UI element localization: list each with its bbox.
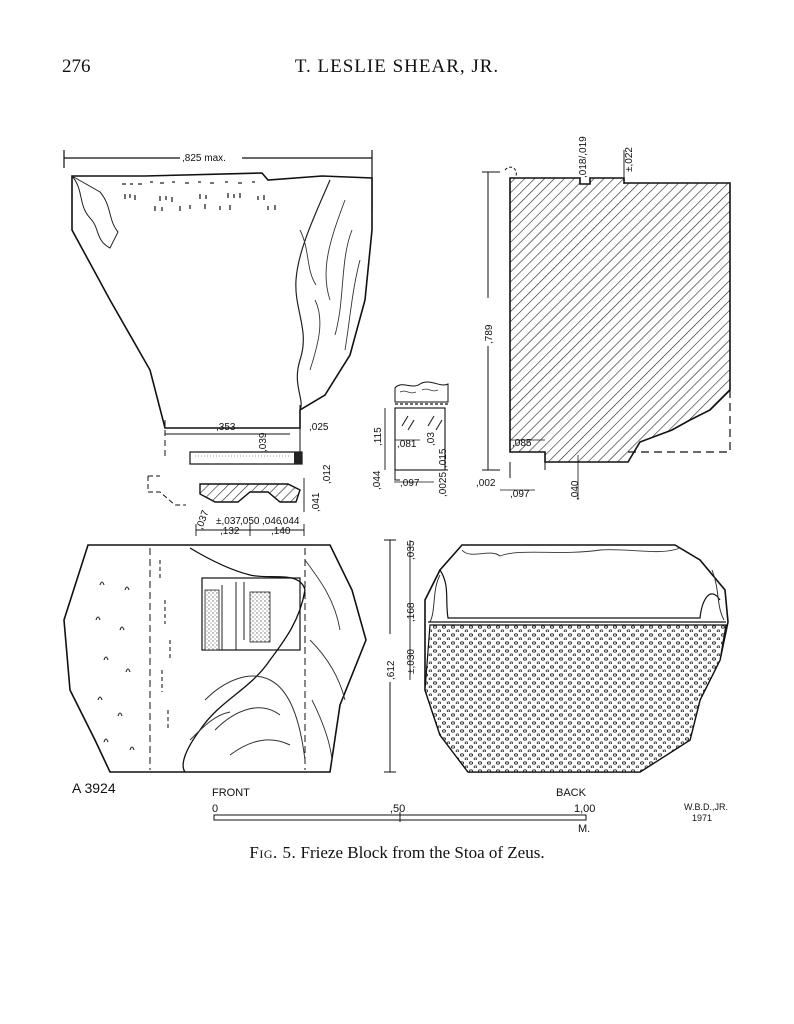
dim-040: ,040: [570, 480, 581, 500]
scale-left-label: FRONT: [212, 787, 250, 799]
scale-tick-0: 0: [212, 803, 218, 815]
dim-140: ,140: [271, 526, 291, 537]
dim-03: ,03: [426, 432, 437, 446]
running-head: T. LESLIE SHEAR, JR.: [294, 56, 500, 77]
dim-789: ,789: [484, 324, 495, 344]
credit-initials: W.B.D.,JR.: [684, 802, 728, 812]
draftsman-credit: W.B.D.,JR. 1971: [684, 802, 728, 823]
dim-022: ±,022: [624, 147, 635, 172]
detail-section: ,115 ,081 ,03 ,044 ,015 ,097 ,0025: [372, 381, 450, 497]
dim-097b: ,097: [510, 489, 530, 500]
dim-002: ,002: [476, 478, 496, 489]
figure-caption: Fig. 5. Frieze Block from the Stoa of Ze…: [0, 843, 794, 863]
profile-section: ,037 ±,037 ,050 ,046 ,044 ,041 ,012 ,132…: [147, 464, 333, 537]
dim-037b: ±,037: [216, 516, 241, 527]
scale-tick-mid: ,50: [390, 803, 405, 815]
dim-044b: ,044: [372, 470, 383, 490]
scale-unit: M.: [578, 823, 590, 835]
caption-label: Fig. 5.: [249, 843, 297, 862]
dim-081: ,081: [397, 439, 417, 450]
dim-0025: ,0025: [438, 472, 449, 497]
dim-115: ,115: [373, 427, 384, 446]
dim-025: ,025: [309, 422, 329, 433]
caption-text: Frieze Block from the Stoa of Zeus.: [300, 843, 545, 862]
dim-018-019: ,018/,019: [578, 136, 589, 178]
plan-view: ,825 max. ,353 ,025 ,039: [63, 150, 373, 465]
dim-015: ,015: [438, 448, 449, 468]
dim-132: ,132: [220, 526, 240, 537]
dim-030: ±,030: [406, 649, 417, 674]
dim-050: ,050: [240, 516, 260, 527]
front-face: ,612 ,035 ,168 ±,030: [63, 539, 417, 773]
dim-039: ,039: [258, 432, 269, 452]
dim-width-max: ,825 max.: [182, 153, 226, 164]
dim-035: ,035: [406, 540, 417, 560]
cross-section: ,789 ,018/,019 ±,022 ,085 ,002 ,097 ,040: [476, 136, 731, 500]
page-number: 276: [62, 56, 91, 77]
dim-168: ,168: [406, 602, 417, 622]
back-face: [424, 544, 729, 773]
dim-037a: ,037: [194, 509, 211, 531]
scale-right-label: BACK: [556, 787, 587, 799]
dim-012: ,012: [322, 464, 333, 484]
dim-353: ,353: [216, 422, 236, 433]
scale-tick-end: 1,00: [574, 803, 595, 815]
credit-year: 1971: [692, 813, 712, 823]
dim-612: ,612: [386, 660, 397, 680]
dim-041: ,041: [311, 492, 322, 512]
dim-044a: ,044: [280, 516, 300, 527]
dim-046: ,046: [262, 516, 282, 527]
dim-085: ,085: [512, 438, 532, 449]
scale-bar: FRONT BACK 0 ,50 1,00 M.: [212, 787, 595, 835]
catalog-number: A 3924: [72, 780, 116, 796]
dim-097a: ,097: [400, 478, 420, 489]
